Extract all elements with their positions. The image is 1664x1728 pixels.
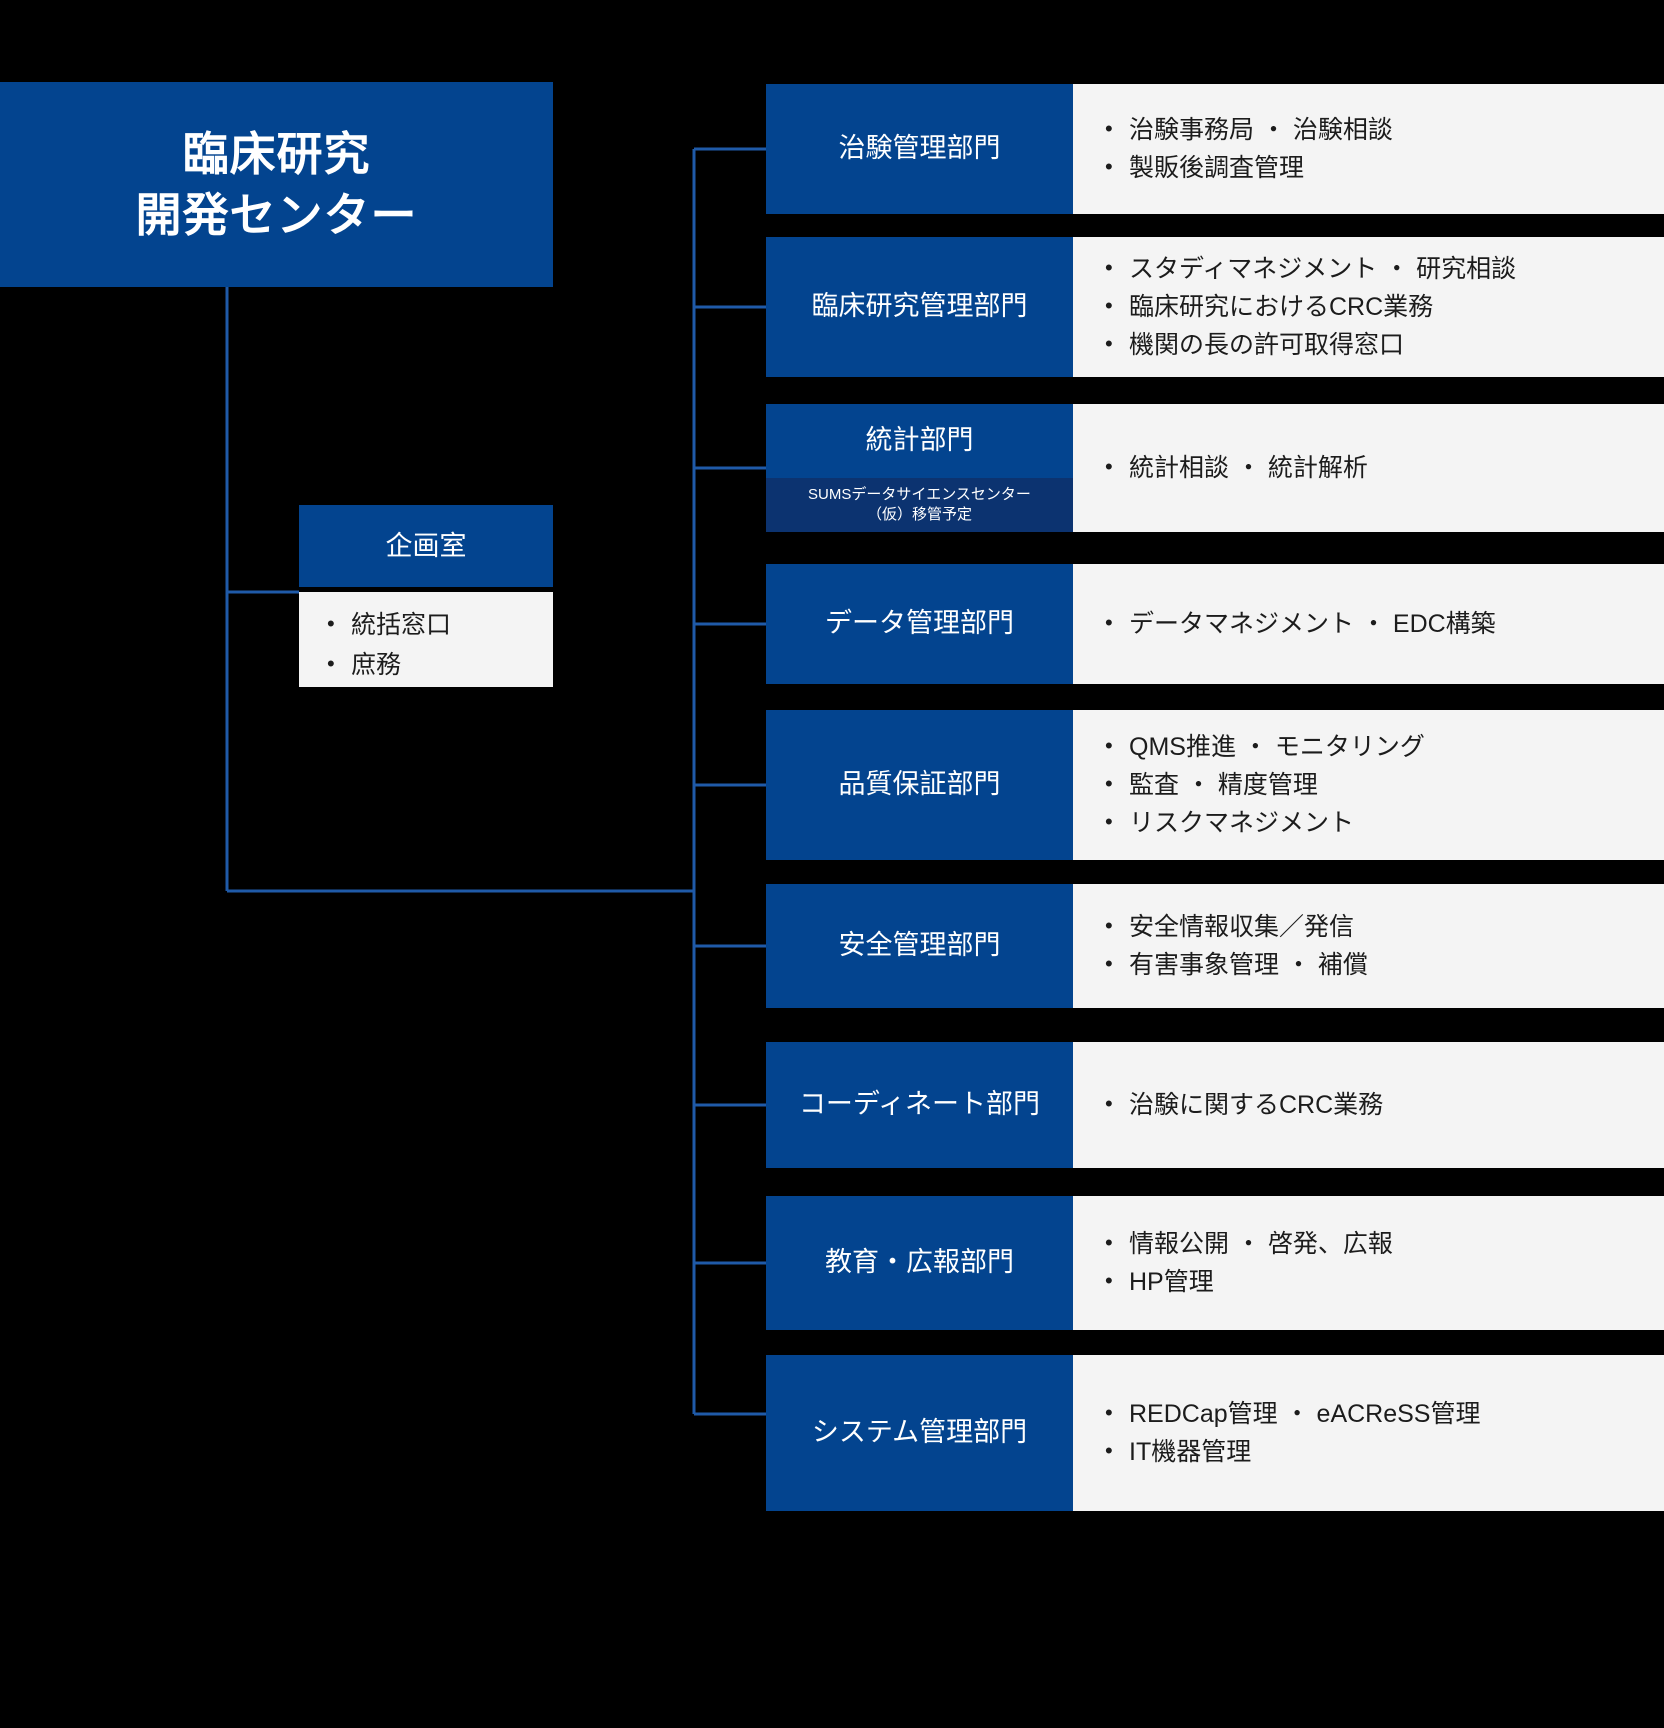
list-item: 臨床研究におけるCRC業務 [1099, 288, 1664, 326]
list-item: データマネジメント ・ EDC構築 [1099, 605, 1664, 643]
department-name: 品質保証部門 [838, 769, 1001, 800]
list-item: HP管理 [1099, 1263, 1664, 1301]
department-label: 統計部門 [766, 404, 1073, 478]
department-functions: スタディマネジメント ・ 研究相談臨床研究におけるCRC業務機関の長の許可取得窓… [1073, 237, 1664, 377]
department-label: 品質保証部門 [766, 710, 1073, 860]
department-bullet-list: 治験に関するCRC業務 [1099, 1086, 1664, 1124]
department-label: 臨床研究管理部門 [766, 237, 1073, 377]
department-name: 統計部門 [865, 425, 974, 456]
department-bullet-list: 統計相談 ・ 統計解析 [1099, 449, 1664, 487]
department-label: 治験管理部門 [766, 84, 1073, 214]
root-title: 臨床研究 開発センター [135, 127, 418, 241]
list-item: 機関の長の許可取得窓口 [1099, 326, 1664, 364]
department-bullet-list: データマネジメント ・ EDC構築 [1099, 605, 1664, 643]
department-name: システム管理部門 [811, 1417, 1028, 1448]
planning-office-title: 企画室 [385, 530, 467, 561]
root-node-clinical-research-center: 臨床研究 開発センター [0, 82, 553, 287]
department-sub-note-text: SUMSデータサイエンスセンター （仮）移管予定 [808, 486, 1031, 523]
list-item: 有害事象管理 ・ 補償 [1099, 946, 1664, 984]
list-item: IT機器管理 [1099, 1433, 1664, 1471]
department-bullet-list: 安全情報収集／発信有害事象管理 ・ 補償 [1099, 908, 1664, 984]
list-item: 情報公開 ・ 啓発、広報 [1099, 1225, 1664, 1263]
department-bullet-list: QMS推進 ・ モニタリング監査 ・ 精度管理リスクマネジメント [1099, 728, 1664, 842]
department-sub-note: SUMSデータサイエンスセンター （仮）移管予定 [766, 478, 1073, 532]
department-name: 教育・広報部門 [825, 1247, 1014, 1278]
list-item: 監査 ・ 精度管理 [1099, 766, 1664, 804]
department-bullet-list: 情報公開 ・ 啓発、広報HP管理 [1099, 1225, 1664, 1301]
department-functions: QMS推進 ・ モニタリング監査 ・ 精度管理リスクマネジメント [1073, 710, 1664, 860]
planning-office-bullet-list: 統括窓口 庶務 [321, 606, 553, 685]
list-item: QMS推進 ・ モニタリング [1099, 728, 1664, 766]
list-item: REDCap管理 ・ eACReSS管理 [1099, 1395, 1664, 1433]
list-item: 製販後調査管理 [1099, 149, 1664, 187]
department-bullet-list: スタディマネジメント ・ 研究相談臨床研究におけるCRC業務機関の長の許可取得窓… [1099, 250, 1664, 364]
department-functions: 治験事務局 ・ 治験相談製販後調査管理 [1073, 84, 1664, 214]
planning-office-functions: 統括窓口 庶務 [299, 592, 553, 687]
department-functions: 情報公開 ・ 啓発、広報HP管理 [1073, 1196, 1664, 1330]
department-label: データ管理部門 [766, 564, 1073, 684]
list-item: リスクマネジメント [1099, 804, 1664, 842]
department-functions: 治験に関するCRC業務 [1073, 1042, 1664, 1168]
list-item: 安全情報収集／発信 [1099, 908, 1664, 946]
list-item: 統括窓口 [321, 606, 553, 646]
department-functions: 統計相談 ・ 統計解析 [1073, 404, 1664, 532]
department-functions: 安全情報収集／発信有害事象管理 ・ 補償 [1073, 884, 1664, 1008]
department-name: データ管理部門 [825, 608, 1014, 639]
department-name: コーディネート部門 [798, 1089, 1041, 1120]
department-label: 安全管理部門 [766, 884, 1073, 1008]
node-planning-office: 企画室 [299, 505, 553, 587]
department-bullet-list: REDCap管理 ・ eACReSS管理IT機器管理 [1099, 1395, 1664, 1471]
department-name: 臨床研究管理部門 [811, 291, 1028, 322]
list-item: 治験に関するCRC業務 [1099, 1086, 1664, 1124]
department-label: 教育・広報部門 [766, 1196, 1073, 1330]
list-item: 庶務 [321, 646, 553, 686]
department-label: システム管理部門 [766, 1355, 1073, 1511]
department-name: 治験管理部門 [838, 133, 1001, 164]
department-bullet-list: 治験事務局 ・ 治験相談製販後調査管理 [1099, 111, 1664, 187]
list-item: 治験事務局 ・ 治験相談 [1099, 111, 1664, 149]
list-item: スタディマネジメント ・ 研究相談 [1099, 250, 1664, 288]
department-label: コーディネート部門 [766, 1042, 1073, 1168]
list-item: 統計相談 ・ 統計解析 [1099, 449, 1664, 487]
department-functions: データマネジメント ・ EDC構築 [1073, 564, 1664, 684]
department-functions: REDCap管理 ・ eACReSS管理IT機器管理 [1073, 1355, 1664, 1511]
department-name: 安全管理部門 [838, 930, 1001, 961]
